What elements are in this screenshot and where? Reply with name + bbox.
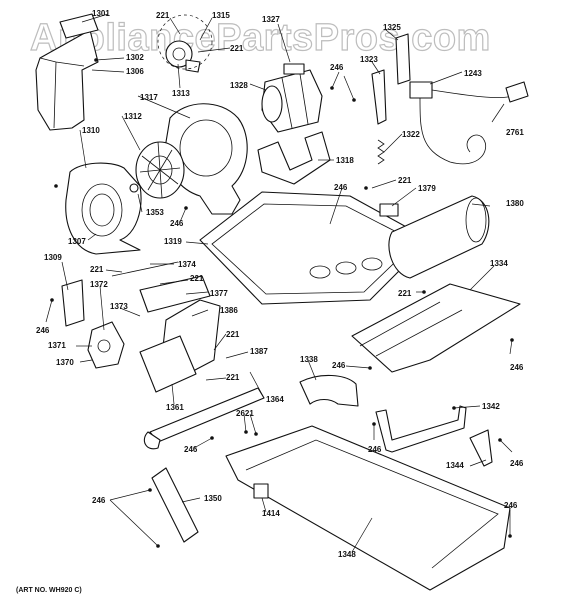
screw-markers	[50, 58, 514, 548]
callout-246: 246	[184, 445, 198, 454]
callout-1380: 1380	[506, 199, 524, 208]
motor-part	[261, 63, 323, 133]
power-cord-part	[409, 81, 529, 165]
gas-valve-part	[61, 279, 125, 369]
callout-1307: 1307	[68, 237, 86, 246]
callout-221: 221	[190, 274, 204, 283]
callout-246: 246	[36, 326, 50, 335]
callout-1370: 1370	[56, 358, 74, 367]
callout-1309: 1309	[44, 253, 62, 262]
callout-246: 246	[170, 219, 184, 228]
callout-1342: 1342	[482, 402, 500, 411]
callout-1379: 1379	[418, 184, 436, 193]
heater-housing-part	[388, 195, 490, 279]
gas-pipe-part	[143, 387, 265, 450]
callout-1317: 1317	[140, 93, 158, 102]
callout-246: 246	[510, 459, 524, 468]
art-number: (ART NO. WH920 C)	[16, 587, 82, 594]
callout-1334: 1334	[490, 259, 508, 268]
callout-2621: 2621	[236, 409, 254, 418]
callout-2761: 2761	[506, 128, 524, 137]
callout-221: 221	[230, 44, 244, 53]
duct-part	[351, 283, 521, 373]
callout-221: 221	[398, 176, 412, 185]
callout-1243: 1243	[464, 69, 482, 78]
bracket-1344-part	[469, 429, 493, 467]
callout-1373: 1373	[110, 302, 128, 311]
callout-246: 246	[92, 496, 106, 505]
callout-1361: 1361	[166, 403, 184, 412]
callout-221: 221	[226, 373, 240, 382]
callout-1338: 1338	[300, 355, 318, 364]
callout-1301: 1301	[92, 9, 110, 18]
callout-221: 221	[398, 289, 412, 298]
callout-1322: 1322	[402, 130, 420, 139]
callout-labels: 1301 1302 1306 221 1315 221 1313 1327 13…	[36, 9, 524, 559]
callout-1344: 1344	[446, 461, 464, 470]
callout-1353: 1353	[146, 208, 164, 217]
callout-1312: 1312	[124, 112, 142, 121]
callout-246: 246	[334, 183, 348, 192]
callout-1377: 1377	[210, 289, 228, 298]
callout-1306: 1306	[126, 67, 144, 76]
door-switch-part	[371, 33, 411, 165]
callout-1374: 1374	[178, 260, 196, 269]
callout-1372: 1372	[90, 280, 108, 289]
callout-246: 246	[510, 363, 524, 372]
callout-1371: 1371	[48, 341, 66, 350]
callout-1313: 1313	[172, 89, 190, 98]
impeller-part	[135, 141, 185, 199]
callout-1328: 1328	[230, 81, 248, 90]
callout-1364: 1364	[266, 395, 284, 404]
callout-1386: 1386	[220, 306, 238, 315]
seal-ring-part	[129, 183, 139, 193]
motor-mount-part	[257, 131, 331, 185]
callout-1319: 1319	[164, 237, 182, 246]
cover-plate-part	[151, 467, 199, 543]
thermostat-part	[157, 14, 213, 73]
callout-1350: 1350	[204, 494, 222, 503]
callout-1327: 1327	[262, 15, 280, 24]
callout-1414: 1414	[262, 509, 280, 518]
callout-246: 246	[330, 63, 344, 72]
callout-1387: 1387	[250, 347, 268, 356]
callout-1348: 1348	[338, 550, 356, 559]
callout-246: 246	[368, 445, 382, 454]
callout-1325: 1325	[383, 23, 401, 32]
callout-1315: 1315	[212, 11, 230, 20]
callout-1323: 1323	[360, 55, 378, 64]
leader-lines	[45, 13, 513, 553]
foot-part	[253, 483, 269, 499]
callout-221: 221	[90, 265, 104, 274]
callout-246: 246	[332, 361, 346, 370]
callout-221: 221	[226, 330, 240, 339]
callout-1302: 1302	[126, 53, 144, 62]
burner-assembly-part	[139, 275, 221, 393]
callout-221: 221	[156, 11, 170, 20]
duct-elbow-part	[299, 374, 359, 407]
watermark: AppliancePartsPros.com	[30, 17, 491, 59]
thermal-cutoff-part	[379, 203, 399, 217]
callout-1310: 1310	[82, 126, 100, 135]
bottom-panel-part	[225, 425, 511, 591]
callout-246: 246	[504, 501, 518, 510]
callout-1318: 1318	[336, 156, 354, 165]
front-blower-part	[65, 162, 142, 255]
bracket-1342-part	[375, 405, 467, 453]
